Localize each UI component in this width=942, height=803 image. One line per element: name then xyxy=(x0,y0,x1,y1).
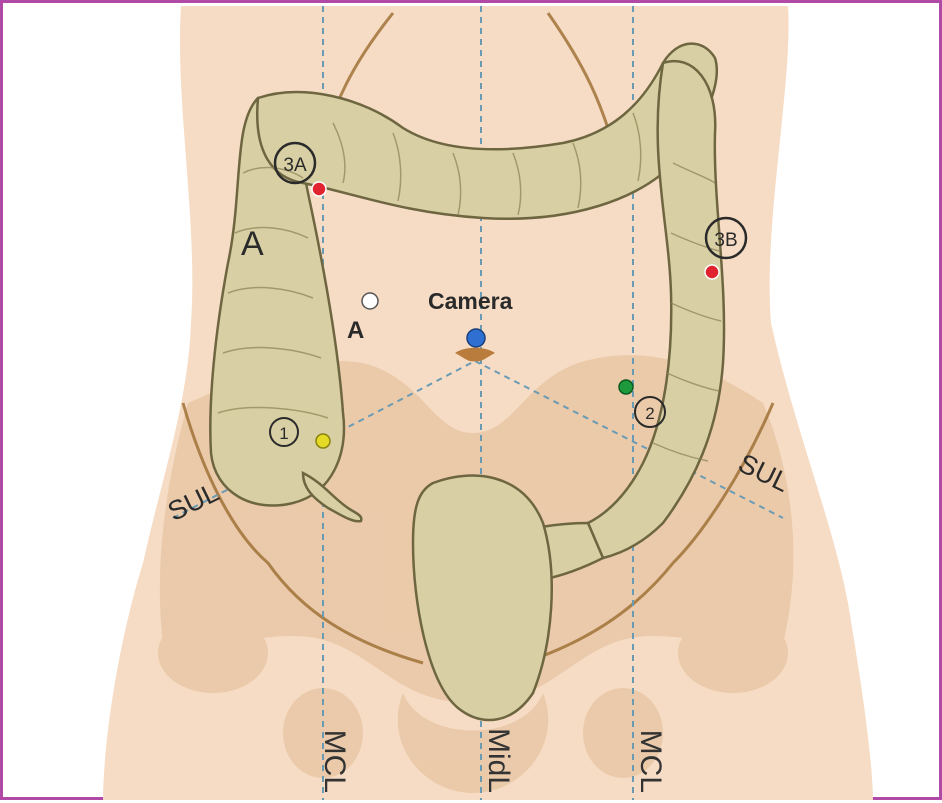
abdominal-port-diagram: 3A 3B 1 2 A A Camera SUL SUL MCL MidL MC… xyxy=(103,6,873,800)
umbilicus xyxy=(455,347,495,362)
port-3b-badge: 3B xyxy=(704,216,748,260)
mcl-right-label: MCL xyxy=(634,730,667,793)
port-1-dot xyxy=(315,433,331,449)
camera-label: Camera xyxy=(428,288,513,314)
colon xyxy=(209,42,726,722)
port-3b-label: 3B xyxy=(714,230,737,251)
port-3a-label: 3A xyxy=(283,155,307,176)
camera-port-dot xyxy=(466,328,486,348)
port-3b-dot xyxy=(704,264,720,280)
port-a-label: A xyxy=(347,317,364,344)
mcl-left-label: MCL xyxy=(318,730,351,793)
port-3a-dot xyxy=(311,181,327,197)
port-1-label: 1 xyxy=(279,424,288,443)
port-2-badge: 2 xyxy=(634,396,666,428)
port-3a-badge: 3A xyxy=(273,141,317,185)
port-2-label: 2 xyxy=(645,404,654,423)
colon-a-label: A xyxy=(241,225,264,263)
port-2-dot xyxy=(618,379,634,395)
port-a-dot xyxy=(361,292,379,310)
midline-label: MidL xyxy=(482,728,515,793)
port-1-badge: 1 xyxy=(269,417,299,447)
